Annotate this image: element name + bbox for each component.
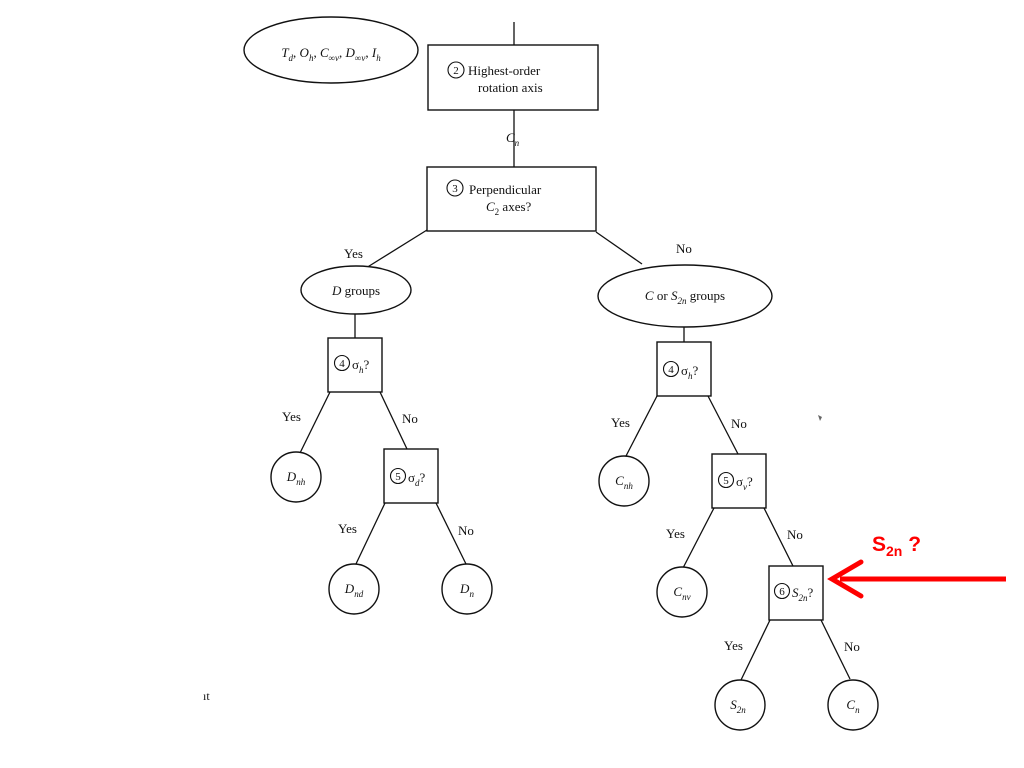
edge-left-sigma-h-no — [379, 391, 408, 450]
leaf-dnh: Dnh — [270, 451, 322, 503]
arrow-head-icon — [827, 559, 864, 599]
sigma-v-number: 5 — [723, 475, 729, 487]
sigma-v-yes-label: Yes — [666, 526, 685, 541]
leaf-cnh-label: Cnh — [615, 473, 633, 491]
leaf-cnh: Cnh — [598, 455, 650, 507]
s2n-yes-label: Yes — [724, 638, 743, 653]
s2n-number: 6 — [779, 586, 785, 598]
edge-label-step3-no: No — [676, 241, 692, 256]
step2-box: 2 Highest-order rotation axis — [427, 44, 599, 111]
sigma-v-no-label: No — [787, 527, 803, 542]
step3-number-circle — [446, 179, 464, 197]
s2n-label: S2n? — [792, 585, 814, 603]
edge-sigma-v-yes — [682, 507, 715, 569]
edge-step3-to-cs-groups — [595, 231, 643, 265]
edge-s2n-no — [820, 619, 851, 680]
left-sigma-h-label: σh? — [352, 357, 370, 375]
leaf-cn-label: Cn — [846, 697, 860, 715]
top-oval-label: Td, Oh, C∞v, D∞v, Ih — [281, 45, 381, 63]
d-groups-node: D groups — [300, 265, 412, 315]
edge-left-sigma-h-yes — [299, 391, 331, 454]
sigma-d-box: 5 σd? — [383, 448, 439, 504]
edge-right-sigma-h-no — [707, 395, 739, 455]
right-sigma-h-label: σh? — [681, 363, 699, 381]
left-sigma-h-yes-label: Yes — [282, 409, 301, 424]
edge-label-cn: Cn — [506, 130, 520, 148]
stray-text: ıt — [203, 689, 210, 703]
d-groups-label: D groups — [331, 283, 380, 298]
right-sigma-h-number: 4 — [668, 364, 674, 376]
leaf-dnh-label: Dnh — [286, 469, 306, 487]
edge-label-step3-yes: Yes — [344, 246, 363, 261]
sigma-d-number: 5 — [395, 471, 401, 483]
leaf-cn: Cn — [827, 679, 879, 731]
top-oval-node: Td, Oh, C∞v, D∞v, Ih — [243, 16, 419, 84]
step2-line2: rotation axis — [478, 80, 543, 95]
leaf-cnv: Cnv — [656, 566, 708, 618]
step3-number: 3 — [452, 183, 458, 195]
edge-right-sigma-h-yes — [625, 395, 658, 457]
s2n-no-label: No — [844, 639, 860, 654]
right-sigma-h-yes-label: Yes — [611, 415, 630, 430]
leaf-cnv-label: Cnv — [673, 584, 690, 602]
sigma-v-label: σv? — [736, 474, 753, 492]
right-sigma-h-no-label: No — [731, 416, 747, 431]
edge-sigma-v-no — [763, 507, 794, 567]
left-sigma-h-box: 4 σh? — [327, 337, 383, 393]
s2n-box: 6 S2n? — [768, 565, 824, 621]
sigma-v-box: 5 σv? — [711, 453, 767, 509]
edge-sigma-d-no — [435, 502, 467, 565]
sigma-d-yes-label: Yes — [338, 521, 357, 536]
leaf-s2n-label: S2n — [730, 697, 746, 715]
step2-line1: Highest-order — [468, 63, 541, 78]
sigma-d-label: σd? — [408, 470, 426, 488]
step3-line2: C2 axes? — [486, 199, 532, 217]
leaf-s2n: S2n — [714, 679, 766, 731]
leaf-dn: Dn — [441, 563, 493, 615]
edge-step3-to-d-groups — [365, 229, 428, 269]
step2-number: 2 — [453, 65, 459, 77]
left-sigma-h-number: 4 — [339, 358, 345, 370]
scan-speck — [818, 415, 822, 421]
leaf-dnd: Dnd — [328, 563, 380, 615]
step3-line1: Perpendicular — [469, 182, 542, 197]
step2-number-circle — [447, 61, 465, 79]
edge-sigma-d-yes — [354, 502, 386, 567]
right-sigma-h-box: 4 σh? — [656, 341, 712, 397]
annotation-label: S2n ? — [872, 533, 921, 559]
left-sigma-h-no-label: No — [402, 411, 418, 426]
c-or-s2n-groups-label: C or S2n groups — [645, 288, 725, 306]
leaf-dn-label: Dn — [459, 581, 474, 599]
edges — [299, 22, 851, 681]
red-annotation: S2n ? — [827, 533, 1006, 599]
sigma-d-no-label: No — [458, 523, 474, 538]
leaf-dnd-label: Dnd — [344, 581, 364, 599]
step3-box: 3 Perpendicular C2 axes? — [426, 166, 597, 232]
c-or-s2n-groups-node: C or S2n groups — [597, 264, 773, 328]
edge-s2n-yes — [740, 619, 771, 681]
